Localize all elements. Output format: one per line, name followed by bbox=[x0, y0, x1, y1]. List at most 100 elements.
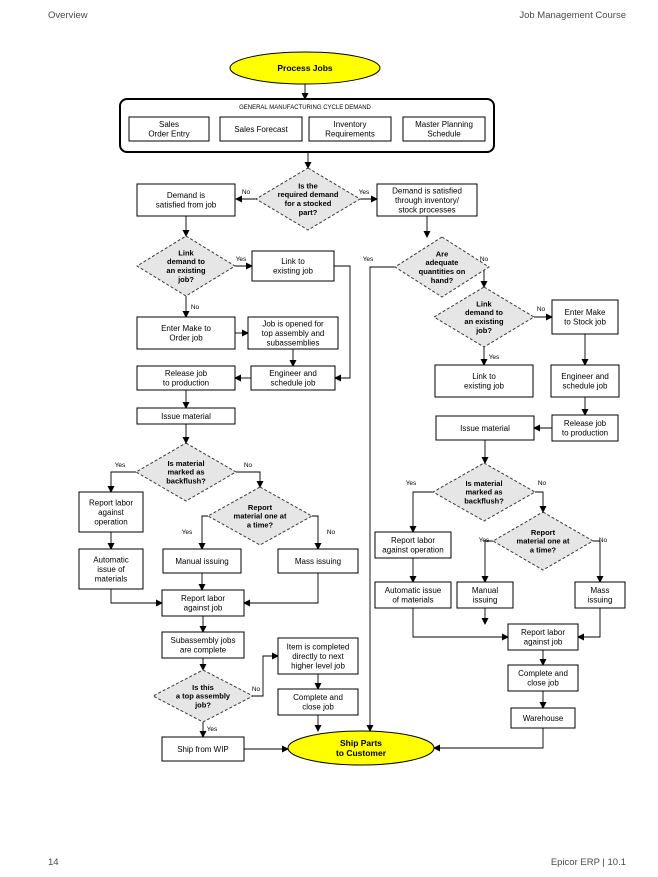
connector-17 bbox=[198, 515, 208, 550]
node-process-jobs: Process Jobs bbox=[229, 51, 381, 85]
q-backflush-right-label-line: marked as bbox=[465, 488, 502, 497]
edge-label-top-assembly-yes: Yes bbox=[207, 726, 218, 733]
issue-material-right-label-line: Issue material bbox=[460, 424, 510, 433]
enter-make-to-order-box bbox=[136, 316, 236, 350]
node-sales-forecast: Sales Forecast bbox=[219, 116, 303, 142]
release-job-right-box bbox=[551, 414, 619, 442]
edge-label-backflush-left-no: No bbox=[244, 462, 253, 469]
q-backflush-left-label-line: Is material bbox=[167, 459, 204, 468]
warehouse-label-line: Warehouse bbox=[523, 714, 564, 723]
item-completed-box bbox=[277, 637, 359, 675]
master-planning-schedule-box bbox=[402, 116, 486, 142]
edge-label-onetime-left-yes: Yes bbox=[182, 529, 193, 536]
edge-label-backflush-left-yes: Yes bbox=[115, 462, 126, 469]
demand-satisfied-inventory-label-line: stock processes bbox=[398, 205, 455, 214]
q-one-at-time-right-label-line: a time? bbox=[530, 545, 557, 554]
complete-close-left-label-line: Complete and bbox=[293, 693, 343, 702]
automatic-issue-left-label-line: materials bbox=[95, 574, 127, 583]
automatic-issue-right-label-line: Automatic issue bbox=[385, 586, 442, 595]
q-one-at-time-right-label-line: Report bbox=[531, 528, 556, 537]
enter-make-to-stock-label-line: Enter Make bbox=[565, 308, 606, 317]
report-labor-operation-left-label-line: operation bbox=[94, 517, 127, 526]
edge-label-onetime-right-no: No bbox=[599, 537, 608, 544]
connector-24 bbox=[253, 652, 279, 697]
issue-material-left-box bbox=[136, 407, 236, 425]
sales-forecast-box bbox=[219, 116, 303, 142]
complete-close-right-label-line: Complete and bbox=[518, 669, 568, 678]
q-adequate-quantities-label-line: adequate bbox=[426, 258, 459, 267]
q-top-assembly-diamond bbox=[151, 669, 255, 723]
q-stocked-part-diamond bbox=[255, 167, 361, 231]
q-adequate-quantities-diamond bbox=[394, 236, 490, 298]
warehouse-box bbox=[510, 707, 576, 729]
engineer-schedule-right-label-line: schedule job bbox=[563, 382, 608, 391]
edge-label-top-assembly-no: No bbox=[252, 686, 261, 693]
edge-label-backflush-right-yes: Yes bbox=[406, 480, 417, 487]
q-top-assembly-label-line: a top assembly bbox=[176, 692, 231, 701]
connector-39 bbox=[535, 491, 547, 513]
q-backflush-right-label-line: backflush? bbox=[464, 496, 504, 505]
q-link-existing-right-label-line: demand to bbox=[465, 308, 503, 317]
q-stocked-part-label-line: for a stocked bbox=[285, 199, 332, 208]
manual-issuing-right-box bbox=[456, 581, 514, 609]
q-link-existing-left-diamond bbox=[136, 235, 236, 297]
sales-order-entry-label-line: Sales bbox=[159, 120, 179, 129]
connector-19 bbox=[110, 589, 163, 607]
q-link-existing-right-label-line: job? bbox=[475, 326, 492, 335]
report-labor-job-left-label-line: Report labor bbox=[181, 594, 225, 603]
inventory-requirements-label-line: Requirements bbox=[325, 130, 375, 139]
q-stocked-part-label-line: part? bbox=[299, 208, 318, 217]
q-adequate-quantities-label-line: hand? bbox=[431, 276, 454, 285]
inventory-requirements-label-line: Inventory bbox=[334, 120, 367, 129]
release-job-left-label-line: Release job bbox=[165, 369, 208, 378]
link-existing-job-right-label-line: Link to bbox=[472, 372, 496, 381]
q-link-existing-left-label-line: Link bbox=[178, 248, 194, 257]
node-issue-material-right: Issue material bbox=[435, 415, 535, 441]
sales-order-entry-label-line: Order Entry bbox=[148, 130, 189, 139]
release-job-right-label-line: Release job bbox=[564, 419, 607, 428]
connector-41 bbox=[481, 540, 493, 583]
node-warehouse: Warehouse bbox=[510, 707, 576, 729]
link-existing-job-right-label-line: existing job bbox=[464, 382, 505, 391]
q-top-assembly-label-line: job? bbox=[194, 700, 211, 709]
footer-product: Epicor ERP | 10.1 bbox=[550, 857, 626, 868]
q-backflush-left-diamond bbox=[135, 442, 237, 502]
edge-label-link-right-no: No bbox=[537, 306, 546, 313]
edge-label-stocked-no: No bbox=[242, 189, 251, 196]
job-opened-label-line: subassemblies bbox=[267, 338, 320, 347]
report-labor-operation-left-label-line: Report labor bbox=[89, 498, 133, 507]
q-link-existing-left-label-line: job? bbox=[177, 275, 194, 284]
issue-material-left-label-line: Issue material bbox=[161, 412, 211, 421]
q-adequate-quantities-label-line: Are bbox=[436, 249, 449, 258]
job-opened-box bbox=[247, 316, 339, 350]
enter-make-to-order-label-line: Enter Make to bbox=[161, 324, 211, 333]
release-job-left-label-line: to production bbox=[163, 379, 209, 388]
engineer-schedule-left-box bbox=[250, 365, 336, 391]
link-existing-job-left-box bbox=[251, 250, 335, 282]
inventory-requirements-box bbox=[308, 116, 392, 142]
q-one-at-time-right-label-line: material one at bbox=[517, 537, 570, 546]
connector-8 bbox=[334, 265, 351, 382]
subassembly-complete-box bbox=[161, 631, 245, 659]
complete-close-right-box bbox=[507, 664, 579, 692]
ship-parts-label-line: Ship Parts bbox=[340, 738, 382, 748]
report-labor-job-right-label-line: Report labor bbox=[521, 628, 565, 637]
item-completed-label-line: higher level job bbox=[291, 661, 345, 670]
complete-close-right-label-line: close job bbox=[527, 679, 559, 688]
automatic-issue-left-label-line: Automatic bbox=[93, 555, 129, 564]
q-backflush-left-label-line: marked as bbox=[167, 468, 204, 477]
automatic-issue-left-label-line: issue of bbox=[97, 565, 125, 574]
q-one-at-time-left-label-line: a time? bbox=[247, 520, 274, 529]
